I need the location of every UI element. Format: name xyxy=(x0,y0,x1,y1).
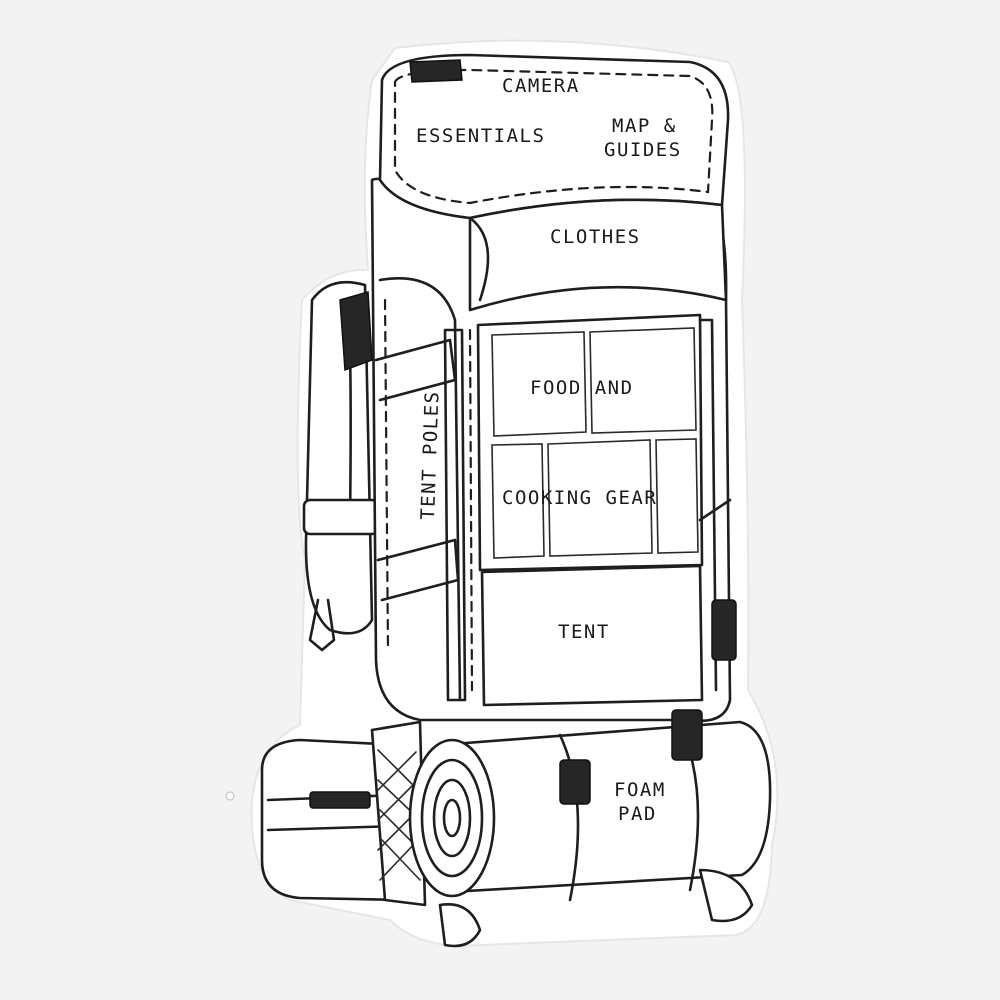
label-cooking: COOKING GEAR xyxy=(502,487,657,509)
label-food: FOOD AND xyxy=(530,377,634,399)
speck xyxy=(225,791,235,801)
pack-feet xyxy=(438,868,754,948)
label-essentials: ESSENTIALS xyxy=(416,125,545,147)
label-tent: TENT xyxy=(558,621,610,643)
label-map-line2: GUIDES xyxy=(604,139,682,161)
label-map-line1: MAP & xyxy=(612,115,677,137)
label-foam-line1: FOAM xyxy=(614,779,666,801)
label-camera: CAMERA xyxy=(502,75,580,97)
label-tent-poles: TENT POLES xyxy=(417,390,444,520)
right-straps xyxy=(698,318,737,692)
side-pocket xyxy=(302,280,380,652)
tent-compartment xyxy=(480,564,704,707)
sleeping-bag-roll xyxy=(260,738,404,902)
label-clothes: CLOTHES xyxy=(550,226,641,248)
mesh-pocket xyxy=(370,720,427,907)
clothes-compartment xyxy=(468,198,728,312)
foam-pad xyxy=(408,709,772,902)
label-foam-line2: PAD xyxy=(618,803,657,825)
food-cooking-grid xyxy=(476,313,704,572)
tent-poles-area xyxy=(374,277,474,702)
